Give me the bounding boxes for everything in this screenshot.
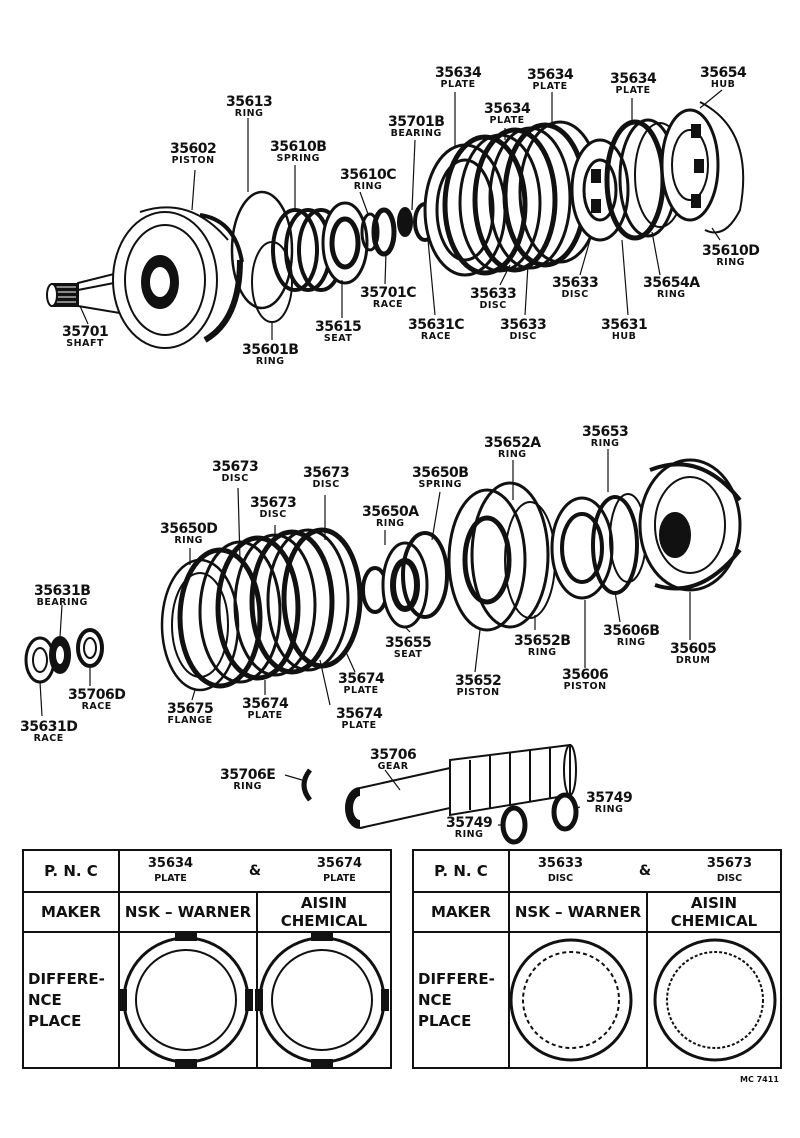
seat-35615 — [321, 201, 369, 285]
clutch-pack-lower — [160, 527, 363, 692]
piston-35652 — [447, 481, 550, 632]
ring-35749a — [500, 805, 528, 845]
drum-35605 — [638, 458, 742, 592]
seat-spring-35655 — [381, 531, 449, 629]
drawing-code: MC 7411 — [740, 1075, 779, 1084]
gear-shaft-35706 — [345, 743, 577, 829]
difference-cell-aisin — [646, 931, 782, 1069]
race-35706d — [76, 628, 104, 668]
ring-35610c — [360, 212, 380, 252]
difference-cell-nsk — [508, 931, 648, 1069]
pnc-header: P. N. C — [412, 849, 510, 893]
race-35701c — [371, 207, 397, 257]
leader-lines — [39, 89, 723, 826]
maker-header: MAKER — [22, 891, 120, 933]
upper-assembly — [46, 101, 745, 349]
difference-cell-aisin — [256, 931, 392, 1069]
ring-35749b — [551, 792, 579, 832]
difference-cell-nsk — [118, 931, 258, 1069]
piston-35602 — [112, 206, 244, 349]
maker-nsk-warner: NSK – WARNER — [508, 891, 648, 933]
maker-nsk-warner: NSK – WARNER — [118, 891, 258, 933]
lower-assembly — [24, 458, 742, 692]
ring-35706e — [301, 768, 313, 802]
pnc-header: P. N. C — [22, 849, 120, 893]
bearing-35701b — [397, 207, 413, 237]
hub-35654 — [660, 108, 720, 222]
maker-header: MAKER — [412, 891, 510, 933]
ring-35613 — [230, 190, 294, 310]
ring-35610d — [699, 101, 745, 234]
